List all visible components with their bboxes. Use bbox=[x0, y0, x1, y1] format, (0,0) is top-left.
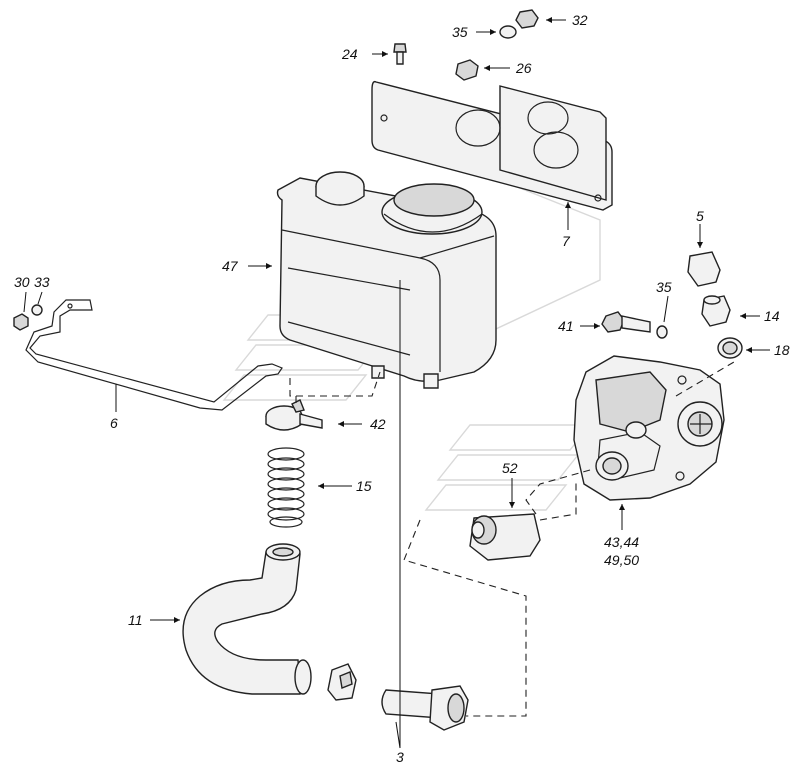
label-30: 30 bbox=[14, 274, 30, 290]
washers-left bbox=[13, 304, 43, 331]
union-fitting bbox=[469, 513, 541, 561]
label-33: 33 bbox=[34, 274, 50, 290]
top-fasteners bbox=[393, 9, 539, 81]
label-18: 18 bbox=[774, 342, 790, 358]
label-43-44: 43,44 bbox=[604, 534, 639, 550]
label-47: 47 bbox=[222, 258, 239, 274]
label-32: 32 bbox=[572, 12, 588, 28]
label-7: 7 bbox=[562, 233, 571, 249]
label-11: 11 bbox=[128, 612, 143, 628]
label-42: 42 bbox=[370, 416, 386, 432]
reservoir-tank bbox=[276, 171, 497, 389]
hose-clamp bbox=[265, 399, 323, 431]
label-35-right: 35 bbox=[656, 279, 672, 295]
label-14: 14 bbox=[764, 308, 780, 324]
fittings-right bbox=[601, 251, 743, 359]
spring bbox=[267, 447, 305, 528]
callout-labels: 24 26 32 35 7 47 30 33 6 42 15 11 3 52 4… bbox=[14, 12, 790, 765]
label-3: 3 bbox=[396, 749, 404, 765]
label-26: 26 bbox=[515, 60, 532, 76]
steering-pump bbox=[573, 355, 725, 501]
bracket-strap bbox=[25, 299, 283, 411]
gasket-bracket bbox=[371, 80, 613, 211]
label-24: 24 bbox=[341, 46, 358, 62]
label-52: 52 bbox=[502, 460, 518, 476]
hose bbox=[182, 543, 312, 695]
label-6: 6 bbox=[110, 415, 118, 431]
label-15: 15 bbox=[356, 478, 372, 494]
label-41: 41 bbox=[558, 318, 574, 334]
assembly-dashes bbox=[289, 361, 735, 717]
label-49-50: 49,50 bbox=[604, 552, 639, 568]
leader-arrows bbox=[174, 17, 752, 623]
union-bolt bbox=[381, 685, 469, 731]
label-35-top: 35 bbox=[452, 24, 468, 40]
hose-clip bbox=[327, 663, 357, 701]
label-5: 5 bbox=[696, 208, 704, 224]
